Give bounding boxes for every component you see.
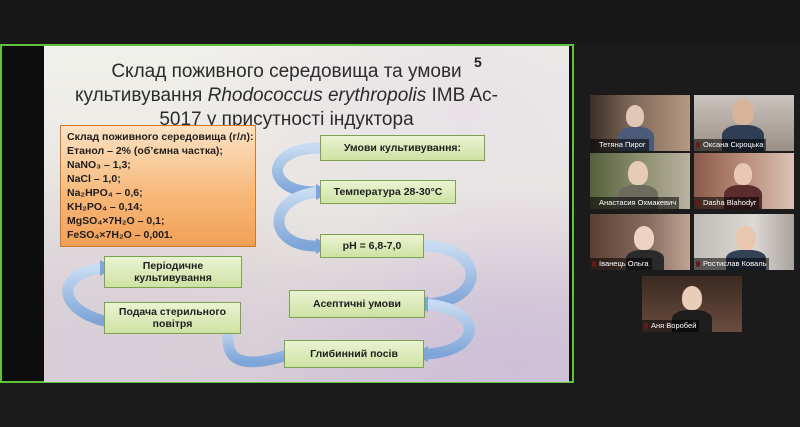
participant-video: [626, 105, 644, 127]
temperature-box: Температура 28-30°C: [320, 180, 456, 204]
top-bar: [0, 0, 800, 44]
arrow-deep-to-air: [222, 320, 290, 368]
medium-composition-box: Склад поживного середовища (г/л): Етанол…: [60, 125, 256, 247]
participant-name: Оксана Скроцька: [694, 139, 767, 151]
participant-tile[interactable]: Аня Воробей: [642, 276, 742, 332]
deep-inoculation-box: Глибинний посів: [284, 340, 424, 368]
sterile-air-box: Подача стерильного повітря: [104, 302, 241, 334]
participant-name: Ростислав Коваль: [694, 258, 770, 270]
participant-name: Іванець Ольга: [590, 258, 652, 270]
participant-name: Анастасия Охмакевич: [590, 197, 680, 209]
participant-name: Тетяна Пирог: [590, 139, 649, 151]
conditions-header-box: Умови культивування:: [320, 135, 485, 161]
participant-tile[interactable]: Іванець Ольга: [590, 214, 690, 270]
participant-tile[interactable]: Оксана Скроцька: [694, 95, 794, 151]
aseptic-box: Асептичні умови: [289, 290, 425, 318]
presentation-slide: Склад поживного середовища та умови куль…: [44, 46, 569, 382]
slide-number: 5: [474, 54, 482, 70]
participant-name: Dasha Blahodyr: [694, 197, 760, 209]
ph-box: pH = 6,8-7,0: [320, 234, 424, 258]
participant-tile-active[interactable]: Анастасия Охмакевич: [590, 153, 690, 209]
slide-title: Склад поживного середовища та умови куль…: [74, 61, 499, 130]
participant-tile[interactable]: Ростислав Коваль: [694, 214, 794, 270]
periodic-cultivation-box: Періодичне культивування: [104, 256, 242, 288]
arrow-ph-to-aseptic: [418, 240, 477, 310]
participant-name: Аня Воробей: [642, 320, 700, 332]
participant-tile[interactable]: Dasha Blahodyr: [694, 153, 794, 209]
arrow-conditions-to-temp: [272, 142, 326, 198]
arrow-aseptic-to-deep: [418, 298, 475, 360]
participant-tile[interactable]: Тетяна Пирог: [590, 95, 690, 151]
arrow-temp-to-ph: [273, 186, 326, 252]
arrow-air-to-periodic: [62, 262, 110, 327]
